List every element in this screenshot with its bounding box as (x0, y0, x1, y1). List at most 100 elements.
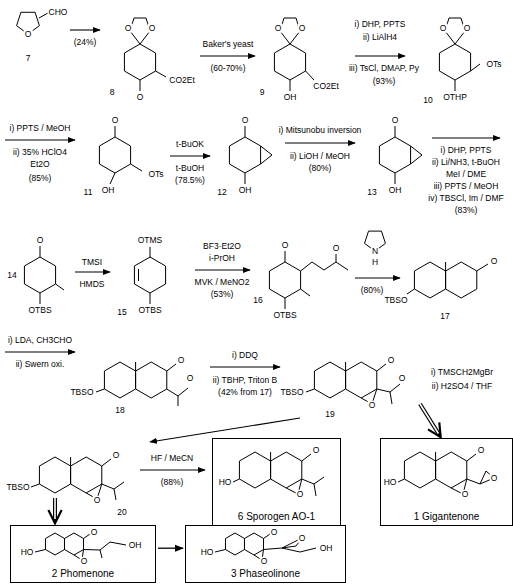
reaction-arrow (170, 155, 210, 156)
ring-bond (274, 44, 305, 80)
bond-line (301, 262, 336, 271)
scheme-label: O (186, 374, 195, 383)
scheme-label: O (281, 241, 290, 250)
scheme-label: O (463, 24, 472, 33)
bond-line (285, 251, 286, 262)
bond-line (301, 289, 310, 296)
bond-line (467, 454, 476, 461)
compound-name: 2 Phomenone (11, 568, 155, 579)
bond-line (471, 64, 480, 71)
bond-line (306, 71, 314, 80)
scheme-label: (85%) (28, 174, 53, 183)
scheme-label: HF / MeCN (150, 454, 195, 463)
reaction-arrow (70, 29, 100, 30)
scheme-label: 20 (116, 508, 127, 517)
scheme-label: HO (383, 478, 398, 487)
reaction-arrow (285, 142, 355, 143)
bond-line (282, 548, 316, 552)
ring-bond (244, 533, 263, 555)
scheme-label: OH (101, 186, 116, 195)
scheme-label: O (296, 490, 305, 499)
multistep-arrow (420, 404, 440, 436)
ring-bond (314, 362, 345, 398)
scheme-label: O (312, 446, 321, 455)
multistep-connector (158, 548, 183, 549)
bond-line (285, 298, 286, 309)
scheme-label: Baker's yeast (202, 40, 255, 49)
bond-line (100, 550, 102, 558)
scheme-label: ii) H2SO4 / THF (431, 382, 493, 391)
bond-line (395, 126, 396, 137)
scheme-label: O (439, 24, 448, 33)
bond-line (261, 146, 272, 164)
scheme-label: O (112, 451, 121, 460)
multistep-arrow (53, 498, 57, 522)
reaction-arrow (355, 55, 405, 56)
scheme-label: OH (283, 93, 298, 102)
scheme-label: 12 (216, 188, 227, 197)
scheme-label: O (461, 490, 470, 499)
scheme-label: O (111, 116, 120, 125)
ring-bond (229, 137, 260, 173)
scheme-label: iv) TBSCl, Im / DMF (427, 194, 504, 203)
bond-line (150, 293, 151, 304)
bond-line (411, 146, 422, 164)
scheme-label: OH (238, 186, 253, 195)
bond-line (40, 293, 41, 304)
scheme-label: MeI / DME (445, 170, 487, 179)
scheme-label: ii) TBHP, Triton B (212, 376, 278, 385)
scheme-label: (88%) (160, 478, 185, 487)
ring-bond (271, 452, 302, 488)
scheme-label: O (477, 446, 486, 455)
bond-line (84, 542, 127, 550)
scheme-label: (78.5%) (174, 176, 206, 185)
bond-line (336, 262, 348, 270)
reaction-arrow (75, 271, 110, 272)
ring-bond (239, 452, 270, 488)
scheme-label: OH (128, 541, 143, 550)
scheme-label: CO2Et (312, 82, 340, 91)
reaction-arrow (5, 139, 75, 140)
scheme-label: MVK / MeNO2 (194, 278, 251, 287)
bond-line (138, 269, 139, 281)
scheme-label: OTHP (442, 93, 468, 102)
scheme-label: OTBS (272, 311, 297, 320)
scheme-label: TBSO (69, 388, 94, 397)
scheme-label: HMDS (78, 280, 105, 289)
bond-line (178, 396, 179, 406)
multistep-arrow-core (420, 404, 438, 433)
bond-line (477, 264, 488, 271)
scheme-label: ii) Li/NH3, t-BuOH (431, 158, 501, 167)
scheme-label: (83%) (454, 206, 479, 215)
ring-bond (64, 533, 83, 555)
scheme-label: (80%) (308, 164, 333, 173)
scheme-label: 18 (114, 406, 125, 415)
bond-line (377, 384, 400, 392)
scheme-label: (53%) (210, 290, 235, 299)
multistep-arrow-core (54, 498, 56, 519)
scheme-label: i) DHP, PPTS (440, 146, 493, 155)
scheme-label: O (36, 236, 45, 245)
ring-bond (71, 457, 102, 493)
bond-line (302, 454, 311, 461)
bond-line (135, 362, 136, 371)
scheme-label: BF3·Et2O (202, 242, 242, 251)
ring-bond (436, 452, 467, 488)
scheme-label: O (90, 528, 99, 537)
bond-line (302, 477, 324, 484)
scheme-label: O (387, 356, 396, 365)
bond-line (40, 246, 41, 257)
scheme-label: H (371, 258, 379, 267)
scheme-label: 19 (324, 410, 335, 419)
scheme-label: O (177, 356, 186, 365)
scheme-label: (42% from 17) (217, 388, 273, 397)
scheme-label: 16 (252, 296, 263, 305)
scheme-label: O (241, 116, 250, 125)
scheme-label: (60-70%) (210, 64, 247, 73)
ring-bond (134, 257, 165, 293)
bond-line (131, 164, 142, 171)
scheme-label: TMSI (81, 258, 103, 267)
scheme-label: 9 (259, 88, 266, 97)
bond-line (445, 262, 446, 271)
